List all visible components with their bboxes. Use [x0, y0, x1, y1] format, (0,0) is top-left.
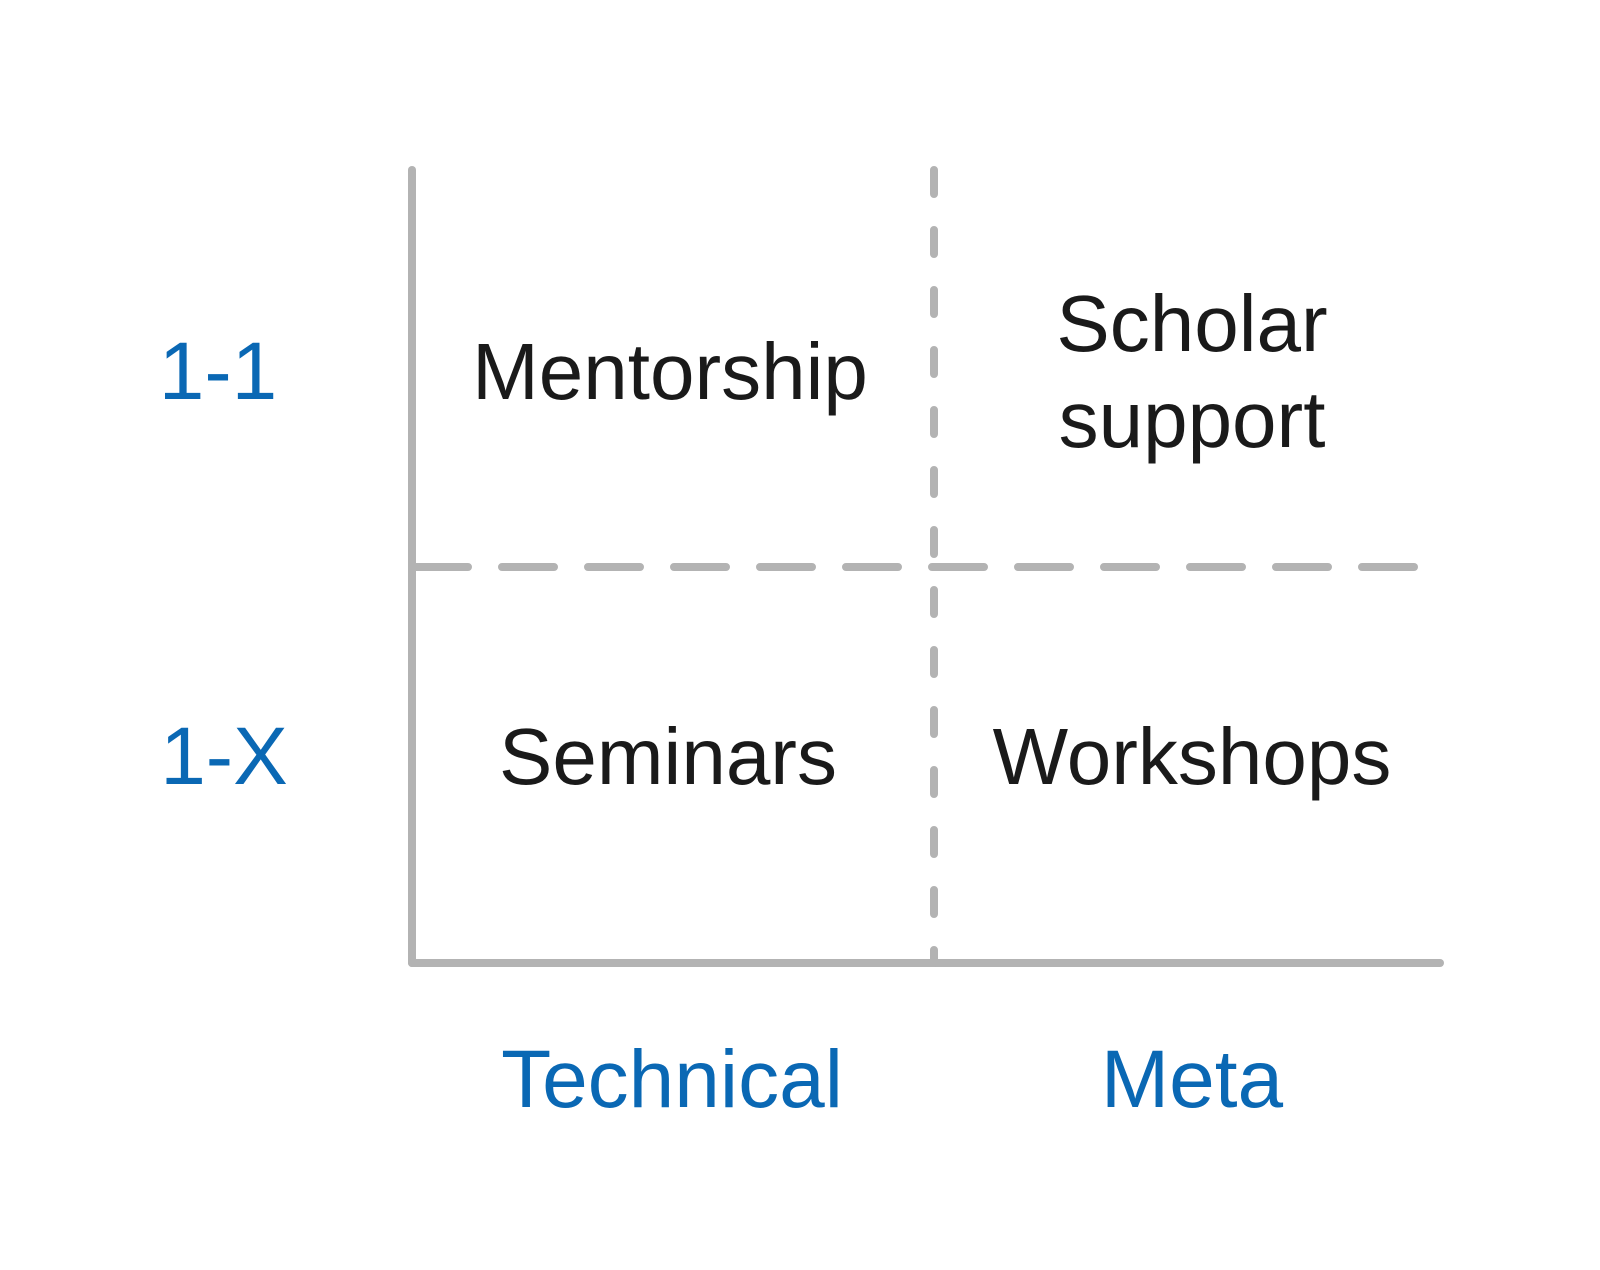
- cell-workshops: Workshops: [992, 712, 1392, 801]
- row-label-1-1: 1-1: [158, 326, 278, 417]
- column-label-technical: Technical: [501, 1034, 843, 1125]
- cell-mentorship: Mentorship: [472, 327, 868, 416]
- cell-seminars: Seminars: [499, 712, 837, 801]
- column-label-meta: Meta: [1100, 1034, 1284, 1125]
- cell-scholar-support: Scholar support: [1056, 279, 1328, 464]
- row-label-1-x: 1-X: [160, 711, 288, 802]
